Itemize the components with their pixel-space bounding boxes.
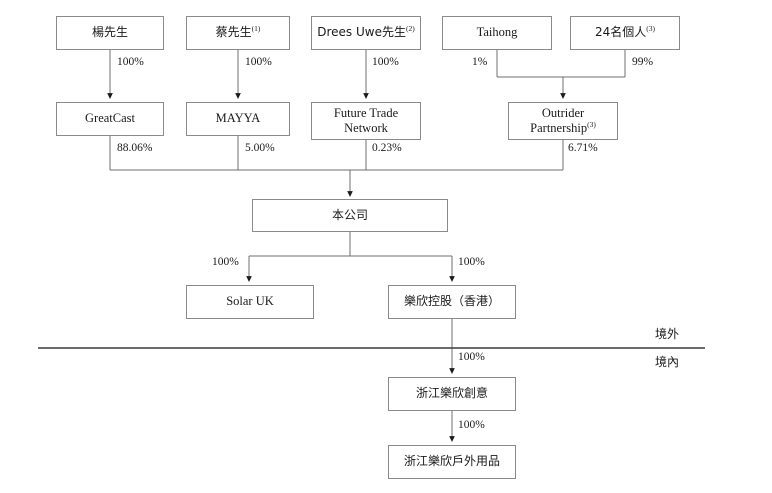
- edge-label-ftn-company: 0.23%: [372, 142, 402, 154]
- edge-label-drees-ftn: 100%: [372, 56, 399, 68]
- region-label-offshore: 境外: [655, 327, 680, 341]
- node-box-lexin_hk[interactable]: 樂欣控股（香港）: [388, 285, 516, 319]
- node-label-yang: 楊先生: [91, 25, 128, 40]
- node-label-solaruk: Solar UK: [226, 294, 274, 309]
- node-box-cai[interactable]: 蔡先生(1): [186, 16, 290, 50]
- edge-label-mayya-company: 5.00%: [245, 142, 275, 154]
- node-box-greatcast[interactable]: GreatCast: [56, 102, 164, 136]
- node-label-drees: Drees Uwe先生(2): [317, 24, 415, 40]
- footnote-marker-individuals: (3): [646, 24, 656, 34]
- node-box-zhejiang_ow[interactable]: 浙江樂欣戶外用品: [388, 445, 516, 479]
- edge-label-outrider-company: 6.71%: [568, 142, 598, 154]
- node-box-mayya[interactable]: MAYYA: [186, 102, 290, 136]
- edge-label-greatcast-company: 88.06%: [117, 142, 153, 154]
- edge-label-zhejiangcy-zhejiangow: 100%: [458, 419, 485, 431]
- node-label-individuals: 24名個人(3): [594, 24, 656, 40]
- node-label-zhejiang_ow: 浙江樂欣戶外用品: [403, 454, 500, 469]
- node-label-lexin_hk: 樂欣控股（香港）: [403, 294, 500, 309]
- edge-label-cai-mayya: 100%: [245, 56, 272, 68]
- region-label-onshore: 境內: [655, 355, 680, 369]
- edge-label-company-lexinhk: 100%: [458, 256, 485, 268]
- footnote-marker-drees: (2): [405, 24, 415, 34]
- node-label-cai: 蔡先生(1): [215, 24, 261, 40]
- node-box-taihong[interactable]: Taihong: [442, 16, 552, 50]
- node-label-greatcast: GreatCast: [85, 111, 135, 126]
- node-box-solaruk[interactable]: Solar UK: [186, 285, 314, 319]
- edge-label-yang-greatcast: 100%: [117, 56, 144, 68]
- node-box-company[interactable]: 本公司: [252, 199, 448, 232]
- edge-label-taihong-outrider: 1%: [472, 56, 488, 68]
- edge-label-company-solaruk: 100%: [212, 256, 239, 268]
- node-label-company: 本公司: [331, 207, 368, 222]
- edge-label-individuals-outrider: 99%: [632, 56, 654, 68]
- node-box-drees[interactable]: Drees Uwe先生(2): [311, 16, 421, 50]
- node-label-mayya: MAYYA: [215, 111, 261, 126]
- footnote-marker-outrider: (3): [587, 119, 596, 129]
- edge-label-lexinhk-zhejiangcy: 100%: [458, 351, 485, 363]
- node-label-taihong: Taihong: [476, 25, 518, 40]
- node-box-individuals[interactable]: 24名個人(3): [570, 16, 680, 50]
- node-label-zhejiang_cy: 浙江樂欣創意: [415, 386, 488, 401]
- footnote-marker-cai: (1): [251, 24, 261, 34]
- node-box-zhejiang_cy[interactable]: 浙江樂欣創意: [388, 377, 516, 411]
- node-box-yang[interactable]: 楊先生: [56, 16, 164, 50]
